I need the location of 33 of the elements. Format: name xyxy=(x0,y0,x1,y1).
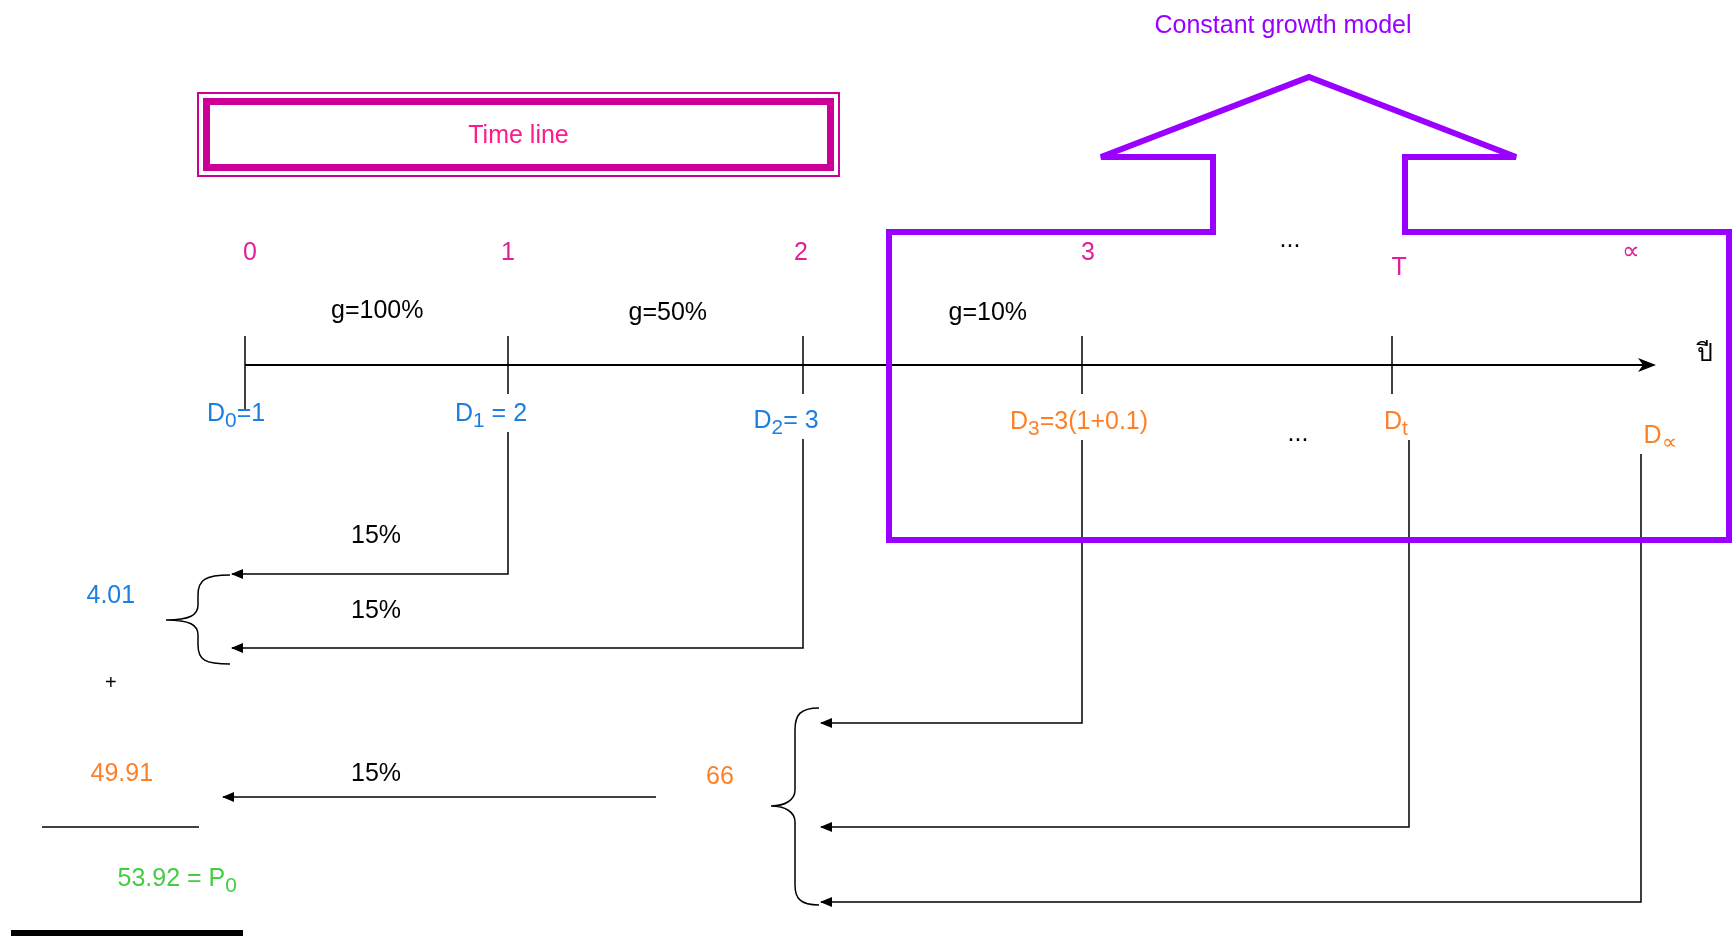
arrow xyxy=(820,453,1642,907)
tick-label: 2 xyxy=(794,236,808,266)
value-label: 49.91 xyxy=(90,757,224,787)
arrow xyxy=(820,439,1083,728)
curly-brace xyxy=(165,573,232,666)
growth-rate-label: g=10% xyxy=(948,296,1028,326)
arrow xyxy=(231,438,804,653)
dividend-label: D$_{∝}$ xyxy=(1643,420,1677,454)
tick-label: T xyxy=(1391,251,1407,281)
tick-label: ∝ xyxy=(1622,235,1640,265)
dividend-label: D$_{2}$= 3 xyxy=(753,405,819,439)
dividend-label: D$_{3}$=3(1+0.1) xyxy=(1010,406,1149,440)
dividend-label: D$_{0}$=1 xyxy=(207,398,266,432)
arrow xyxy=(231,431,509,579)
growth-rate-label: g=100% xyxy=(331,294,424,324)
dividend-label: D$_{1}$ = 2 xyxy=(455,398,528,432)
tick-label: 3 xyxy=(1081,236,1095,266)
curly-brace xyxy=(770,706,821,907)
frame-title: Constant growth model xyxy=(1154,9,1412,39)
plus-sign: + xyxy=(105,670,117,694)
dividend-label: D$_{t}$ xyxy=(1384,406,1408,440)
axis-label: ปี xyxy=(1697,337,1713,368)
arrow xyxy=(820,439,1410,832)
value-label: 66 xyxy=(656,760,734,790)
title-box: Time line xyxy=(197,92,840,177)
arrow xyxy=(222,792,657,802)
ellipsis: ... xyxy=(1279,223,1301,253)
growth-rate-label: g=50% xyxy=(628,296,708,326)
ellipsis: ... xyxy=(1287,417,1309,447)
value-label: 4.01 xyxy=(86,579,136,609)
price-label: 53.92 = P$_{0}$ xyxy=(117,863,237,897)
tick-label: 1 xyxy=(501,236,515,266)
tick-label: 0 xyxy=(243,236,257,266)
